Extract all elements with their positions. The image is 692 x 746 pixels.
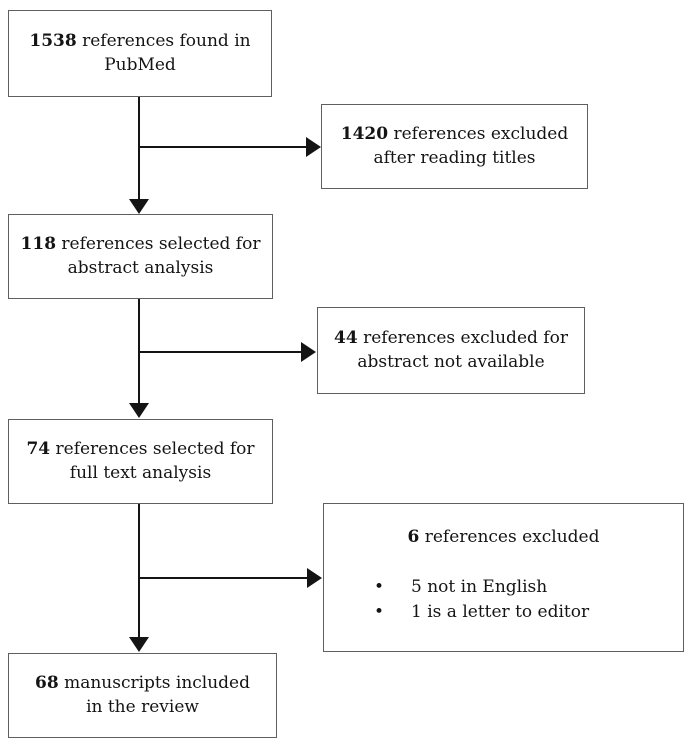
arrowhead-right-icon	[306, 137, 321, 157]
box-text-line: full text analysis	[69, 462, 212, 483]
box-selected-abstract-analysis: 118 references selected for abstract ana…	[8, 214, 273, 299]
count-value: 6	[407, 527, 420, 547]
box-text-line: abstract analysis	[67, 257, 214, 278]
box-references-found: 1538 references found in PubMed	[8, 10, 272, 97]
count-value: 1538	[29, 31, 77, 52]
box-selected-fulltext-analysis: 74 references selected for full text ana…	[8, 419, 273, 504]
exclusion-reasons-list: • 5 not in English • 1 is a letter to ed…	[324, 575, 683, 625]
arrowhead-right-icon	[301, 342, 316, 362]
connector-fulltext-to-included	[129, 504, 322, 652]
count-value: 68	[35, 673, 59, 694]
box-text-line: abstract not available	[357, 351, 545, 372]
arrowhead-down-icon	[129, 637, 149, 652]
list-item: • 5 not in English	[372, 575, 683, 600]
box-excluded-fulltext: 6 references excluded • 5 not in English…	[323, 503, 684, 652]
bullet-icon: •	[374, 577, 385, 598]
box-text: references excluded	[419, 527, 600, 547]
box-text-line: PubMed	[104, 54, 176, 75]
box-text: references selected for	[56, 234, 261, 255]
box-text: references selected for	[50, 439, 255, 460]
box-text-line: 44 references excluded for	[334, 327, 568, 350]
list-item-text: 1 is a letter to editor	[411, 602, 590, 623]
box-text-line: in the review	[86, 696, 199, 717]
arrowhead-right-icon	[307, 568, 322, 588]
box-text-line: 68 manuscripts included	[35, 672, 250, 695]
connector-found-to-abstract	[129, 97, 321, 214]
arrowhead-down-icon	[129, 199, 149, 214]
box-text: references excluded for	[357, 328, 568, 349]
box-text: references found in	[76, 31, 251, 52]
box-excluded-no-abstract: 44 references excluded for abstract not …	[317, 307, 585, 394]
box-text-line: 118 references selected for	[21, 233, 261, 256]
bullet-icon: •	[374, 602, 385, 623]
box-text-line: 1538 references found in	[29, 30, 250, 53]
box-excluded-after-titles: 1420 references excluded after reading t…	[321, 104, 588, 189]
box-text-line: 1420 references excluded	[341, 123, 569, 146]
box-text: manuscripts included	[58, 673, 250, 694]
box-text-line: 74 references selected for	[26, 438, 254, 461]
connector-abstract-to-fulltext	[129, 299, 316, 418]
box-text-line: 6 references excluded	[407, 526, 599, 549]
box-included-in-review: 68 manuscripts included in the review	[8, 653, 277, 738]
arrowhead-down-icon	[129, 403, 149, 418]
box-text-line: after reading titles	[373, 147, 536, 168]
count-value: 1420	[340, 124, 389, 145]
list-item: • 1 is a letter to editor	[372, 600, 683, 625]
list-item-text: 5 not in English	[411, 577, 548, 598]
count-value: 118	[20, 234, 57, 255]
box-text: references excluded	[388, 124, 569, 145]
count-value: 74	[26, 439, 51, 460]
count-value: 44	[334, 328, 358, 349]
